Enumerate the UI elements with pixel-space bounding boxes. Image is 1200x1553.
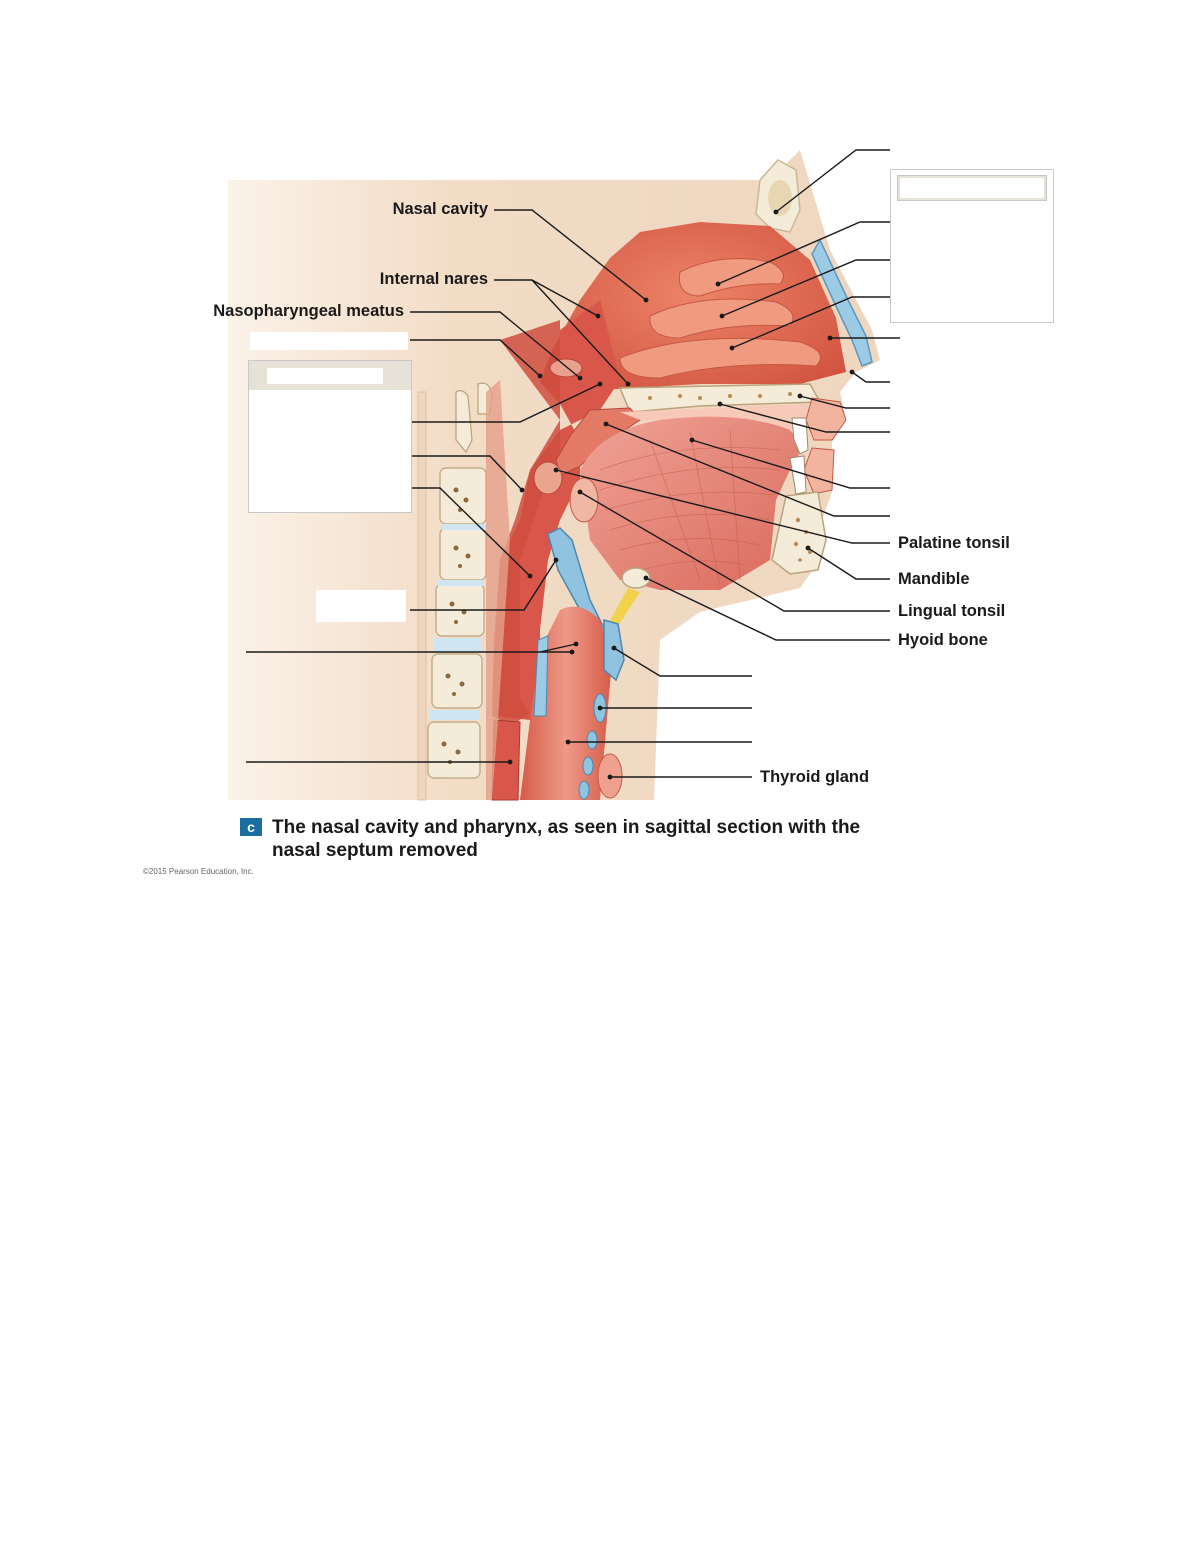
hyoid-bone-shape xyxy=(621,567,651,589)
hard-palate-pores xyxy=(648,392,792,400)
lower-incisor xyxy=(789,455,807,495)
pharyngeal-tonsil xyxy=(549,358,583,378)
leader-dots xyxy=(507,209,855,780)
pharynx-posterior-wall xyxy=(492,320,560,726)
upper-lip xyxy=(805,397,847,441)
label-mandible: Mandible xyxy=(898,570,970,588)
vertebral-column xyxy=(417,382,493,801)
upper-incisor xyxy=(791,417,809,455)
blank-label-group-left xyxy=(248,360,412,392)
inferior-concha xyxy=(619,337,821,379)
caption-badge: c xyxy=(240,818,262,836)
blank-label-left-2 xyxy=(316,590,406,622)
lower-lip xyxy=(803,447,835,495)
mandible-bone xyxy=(771,491,827,575)
prevertebral-muscles xyxy=(486,380,510,800)
label-palatine-tonsil: Palatine tonsil xyxy=(898,534,1010,552)
frontal-sinus xyxy=(768,180,792,216)
leader-lines xyxy=(246,149,900,778)
palatine-tonsil-shape xyxy=(533,461,563,495)
label-nasopharyngeal-meatus: Nasopharyngeal meatus xyxy=(213,302,404,320)
figure-caption: The nasal cavity and pharynx, as seen in… xyxy=(272,817,861,861)
blank-label-left-1 xyxy=(250,332,408,350)
blank-label-panel-left xyxy=(248,390,412,513)
tracheal-rings xyxy=(578,730,598,800)
lingual-tonsil-shape xyxy=(569,477,599,523)
label-thyroid-gland: Thyroid gland xyxy=(760,768,870,786)
label-nasal-cavity: Nasal cavity xyxy=(392,200,488,218)
label-internal-nares: Internal nares xyxy=(379,270,488,288)
blank-label-panel-right xyxy=(890,169,1054,323)
superior-concha xyxy=(678,258,784,297)
vocal-fold xyxy=(533,635,549,717)
label-lingual-tonsil: Lingual tonsil xyxy=(898,602,1006,620)
blank-label-group-right xyxy=(897,175,1047,201)
copyright-notice: ©2015 Pearson Education, Inc. xyxy=(143,867,254,876)
middle-concha xyxy=(649,298,794,339)
thyrohyoid-ligament xyxy=(608,588,640,626)
nasopharynx xyxy=(492,300,620,720)
label-hyoid-bone: Hyoid bone xyxy=(898,631,988,649)
